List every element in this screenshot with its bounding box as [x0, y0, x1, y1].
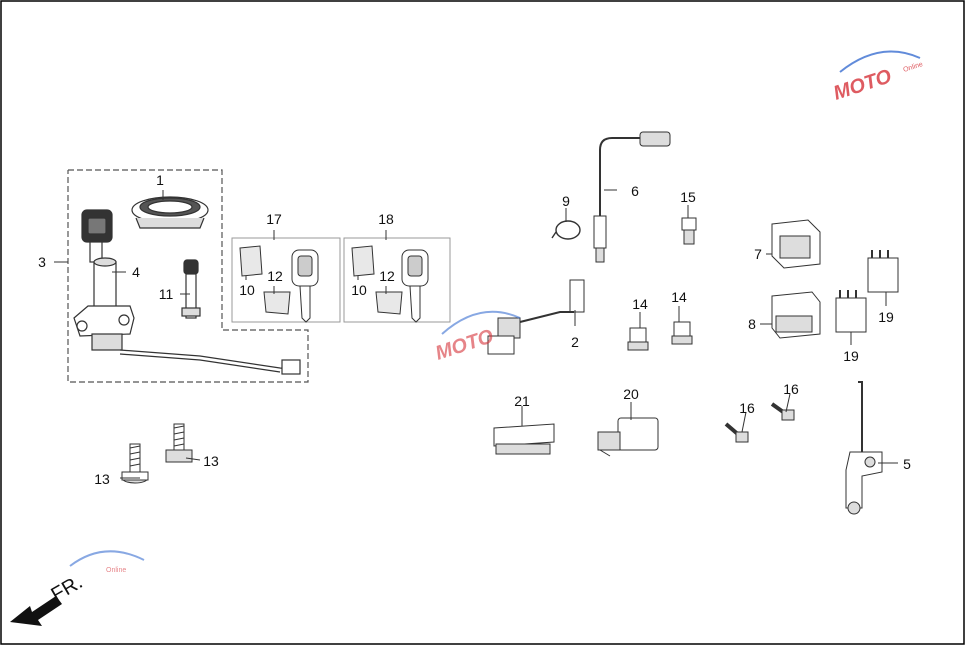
callout-18: 18 — [378, 211, 394, 227]
callout-12b: 12 — [379, 268, 395, 284]
key-tag-10a — [239, 245, 263, 277]
code-plate-12b — [375, 291, 403, 315]
relay-8 — [771, 291, 821, 339]
callout-10a: 10 — [239, 282, 255, 298]
callout-19b: 19 — [843, 348, 859, 364]
relay-19a — [867, 250, 899, 293]
watermark-swoosh — [839, 50, 921, 73]
watermark-top-right: MOTO Online — [831, 50, 924, 105]
watermark-tag: Online — [902, 61, 924, 74]
relay-19b — [835, 290, 867, 333]
callout-1: 1 — [156, 172, 164, 188]
bolt-13b — [165, 423, 193, 463]
watermark-tag-left: Online — [106, 567, 126, 574]
leader-lines — [54, 189, 898, 479]
fuse-14b — [671, 321, 693, 345]
bolt-16a — [724, 422, 749, 443]
callout-3: 3 — [38, 254, 46, 270]
key-tag-10b — [351, 245, 375, 277]
front-arrow-icon — [10, 596, 62, 626]
callout-8: 8 — [748, 316, 756, 332]
watermark-swoosh-center — [441, 310, 521, 335]
callout-13b: 13 — [203, 453, 219, 469]
grommet-15 — [681, 217, 697, 245]
blank-key-18 — [401, 249, 429, 323]
key-set-18-frame — [343, 237, 451, 323]
callout-12a: 12 — [267, 268, 283, 284]
callout-2: 2 — [571, 334, 579, 350]
front-direction-indicator: FR. — [10, 571, 86, 626]
callout-14b: 14 — [671, 289, 687, 305]
callout-14a: 14 — [632, 296, 648, 312]
relay-7 — [771, 219, 821, 269]
key-set-17-frame — [231, 237, 341, 323]
callout-21: 21 — [514, 393, 530, 409]
bolt-16b — [770, 402, 795, 421]
connector-21 — [493, 423, 555, 455]
code-plate-12a — [263, 291, 291, 315]
seat-lock — [181, 259, 201, 319]
callout-5: 5 — [903, 456, 911, 472]
bracket-sensor-5 — [845, 381, 883, 515]
callout-labels: 1 2 3 4 5 6 7 8 9 10 10 11 12 12 13 13 1… — [38, 172, 911, 487]
callout-16a: 16 — [739, 400, 755, 416]
callout-6: 6 — [631, 183, 639, 199]
ignition-switch-group — [67, 169, 309, 383]
callout-7: 7 — [754, 246, 762, 262]
harness-2 — [487, 279, 585, 355]
watermark-bottom-left: Online — [69, 550, 145, 574]
sensor-cable-6 — [593, 131, 671, 263]
callout-13a: 13 — [94, 471, 110, 487]
callout-9: 9 — [562, 193, 570, 209]
blank-key-17 — [291, 249, 319, 323]
spring-clip-9 — [551, 220, 581, 240]
bolt-13a — [121, 443, 149, 484]
watermark-brand-center: MOTO — [433, 325, 497, 364]
fuse-14a — [627, 327, 649, 351]
switch-connector — [281, 359, 301, 375]
fuel-tank-cap — [131, 196, 209, 229]
group-outline-3 — [67, 169, 309, 383]
callout-15: 15 — [680, 189, 696, 205]
callout-20: 20 — [623, 386, 639, 402]
callout-16b: 16 — [783, 381, 799, 397]
key-set-18 — [343, 237, 451, 323]
ignition-switch-body — [73, 257, 135, 351]
callout-10b: 10 — [351, 282, 367, 298]
callout-11: 11 — [159, 286, 174, 302]
callout-19a: 19 — [878, 309, 894, 325]
key-set-17 — [231, 237, 341, 323]
ignition-key — [81, 209, 113, 263]
callout-4: 4 — [132, 264, 140, 280]
connector-20 — [597, 417, 659, 457]
callout-17: 17 — [266, 211, 282, 227]
watermark-swoosh-left — [69, 550, 145, 567]
